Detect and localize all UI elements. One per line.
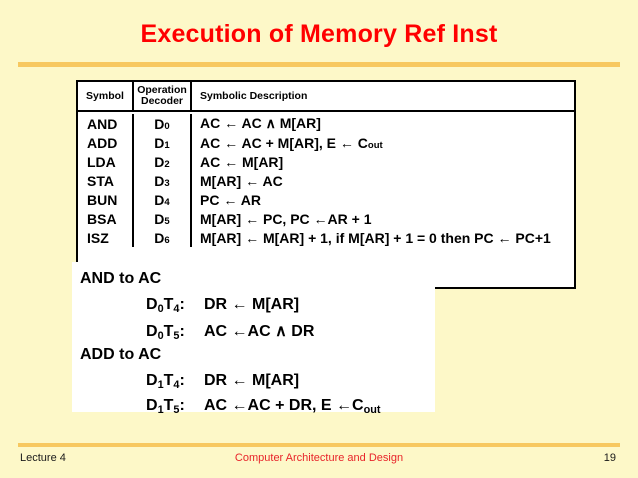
memory-reference-instruction-table: Symbol Operation Decoder Symbolic Descri… xyxy=(76,80,576,289)
add-t4-expression: DR ← M[AR] xyxy=(204,372,300,389)
cell-symbol: BUN xyxy=(78,190,134,209)
cell-decoder-letter: D xyxy=(154,172,165,189)
header-symbolic-description: Symbolic Description xyxy=(200,90,308,102)
cell-symbol: AND xyxy=(78,114,134,133)
cell-symbol: BSA xyxy=(78,209,134,228)
cell-description: AC ← AC ∧ M[AR] xyxy=(192,114,574,133)
cell-description-text: M[AR] ← M[AR] + 1, if M[AR] + 1 = 0 then… xyxy=(200,229,551,246)
footer-lecture-label: Lecture 4 xyxy=(20,452,66,464)
cell-decoder-index: 4 xyxy=(164,197,170,208)
cell-decoder-index: 3 xyxy=(164,178,170,189)
cell-decoder-letter: D xyxy=(154,115,165,132)
cell-symbol: STA xyxy=(78,171,134,190)
cell-description: M[AR] ← PC, PC ←AR + 1 xyxy=(192,209,574,228)
header-symbol: Symbol xyxy=(78,82,134,110)
cell-description-text: M[AR] ← PC, PC ←AR + 1 xyxy=(200,210,372,227)
cell-decoder-index: 1 xyxy=(164,140,170,151)
cell-decoder-index: 6 xyxy=(164,235,170,246)
cell-decoder-index: 2 xyxy=(164,159,170,170)
cell-decoder-index: 0 xyxy=(164,121,170,132)
cell-description-text: AC ← M[AR] xyxy=(200,153,284,170)
cell-description-subscript: out xyxy=(367,140,383,151)
add-to-ac-line-t4: D1T4: DR ← M[AR] xyxy=(146,372,300,391)
cell-decoder-letter: D xyxy=(154,134,165,151)
and-t4-expression: DR ← M[AR] xyxy=(204,296,300,313)
cell-description: PC ← AR xyxy=(192,190,574,209)
cell-description: AC ← M[AR] xyxy=(192,152,574,171)
cell-symbol: LDA xyxy=(78,152,134,171)
and-to-ac-line-t5: D0T5: AC ←AC ∧ DR xyxy=(146,321,315,342)
and-to-ac-line-t4: D0T4: DR ← M[AR] xyxy=(146,296,300,315)
cell-description-text: M[AR] ← AC xyxy=(200,172,283,189)
footer-page-number: 19 xyxy=(603,452,616,464)
footer-course-title: Computer Architecture and Design xyxy=(234,452,404,464)
add-to-ac-heading: ADD to AC xyxy=(80,346,162,363)
and-to-ac-heading: AND to AC xyxy=(80,270,162,287)
page-title: Execution of Memory Ref Inst xyxy=(140,20,498,48)
and-t5-timing: D0T5: xyxy=(146,323,185,342)
cell-description: M[AR] ← M[AR] + 1, if M[AR] + 1 = 0 then… xyxy=(192,228,574,247)
cell-decoder-index: 5 xyxy=(164,216,170,227)
cell-description-text: PC ← AR xyxy=(200,191,261,208)
cell-decoder-letter: D xyxy=(154,153,165,170)
cell-decoder-letter: D xyxy=(154,229,165,246)
footer-divider xyxy=(18,443,620,447)
header-operation-decoder: Operation Decoder xyxy=(134,82,192,110)
cell-symbol: ADD xyxy=(78,133,134,152)
cell-description-text: AC ← AC ∧ M[AR] xyxy=(200,115,321,131)
add-t5-timing: D1T5: xyxy=(146,397,185,416)
title-divider xyxy=(18,62,620,67)
add-to-ac-line-t5: D1T5: AC ←AC + DR, E ←Cout xyxy=(146,397,381,416)
cell-decoder-letter: D xyxy=(154,210,165,227)
add-t5-expression: AC ←AC + DR, E ←C xyxy=(204,397,364,414)
header-operation-decoder-line1: Operation xyxy=(137,84,187,96)
add-t5-carry-subscript: out xyxy=(363,404,381,416)
cell-description-text: AC ← AC + M[AR], E ← C xyxy=(200,134,368,151)
cell-description: M[AR] ← AC xyxy=(192,171,574,190)
and-t5-expression: AC ←AC ∧ DR xyxy=(204,323,315,340)
add-t4-timing: D1T4: xyxy=(146,372,185,391)
cell-symbol: ISZ xyxy=(78,228,134,247)
table-header-row: Symbol Operation Decoder Symbolic Descri… xyxy=(78,82,574,112)
header-operation-decoder-line2: Decoder xyxy=(140,95,183,107)
cell-decoder-letter: D xyxy=(154,191,165,208)
and-t4-timing: D0T4: xyxy=(146,296,185,315)
microoperation-box: AND to AC D0T4: DR ← M[AR] D0T5: AC ←AC ∧ … xyxy=(72,262,435,416)
